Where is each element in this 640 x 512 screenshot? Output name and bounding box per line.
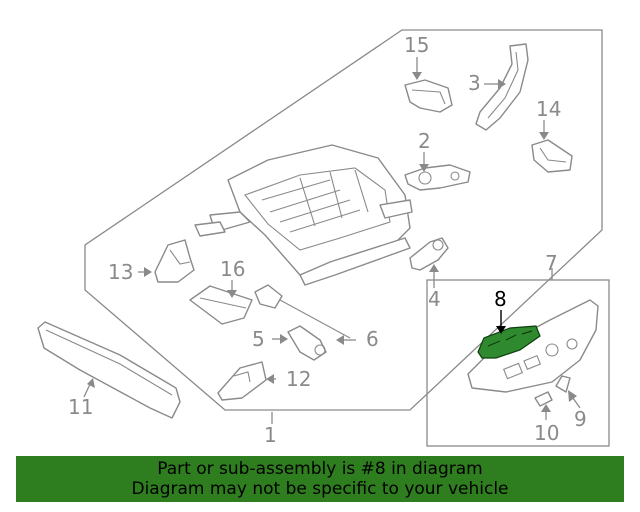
banner-line-2: Diagram may not be specific to your vehi… bbox=[131, 479, 509, 499]
callout-2: 2 bbox=[418, 129, 431, 153]
callout-3: 3 bbox=[468, 71, 481, 95]
callout-11: 11 bbox=[68, 395, 93, 419]
callout-12: 12 bbox=[286, 367, 311, 391]
part-11-trim bbox=[37, 321, 181, 419]
callout-4: 4 bbox=[428, 287, 441, 311]
banner-line-1: Part or sub-assembly is #8 in diagram bbox=[157, 459, 483, 479]
callout-9: 9 bbox=[574, 407, 587, 431]
callout-14: 14 bbox=[536, 97, 561, 121]
part-13-bracket bbox=[154, 239, 195, 283]
callout-6: 6 bbox=[366, 327, 379, 351]
part-12-cover bbox=[217, 361, 267, 401]
part-9-knob bbox=[555, 375, 571, 393]
callout-13: 13 bbox=[108, 260, 133, 284]
assembly-1-outline bbox=[84, 29, 603, 411]
part-4-motor bbox=[409, 237, 449, 271]
callout-5: 5 bbox=[252, 327, 265, 351]
callout-1: 1 bbox=[264, 423, 277, 447]
part-16-module bbox=[189, 285, 253, 325]
callout-15: 15 bbox=[404, 33, 429, 57]
part-5-cable-motor bbox=[254, 284, 351, 361]
callout-8: 8 bbox=[494, 287, 507, 311]
part-2-motor bbox=[404, 164, 471, 191]
parts-diagram: 1 2 3 4 5 6 7 8 9 10 11 12 13 14 15 16 bbox=[37, 29, 610, 447]
part-10-knob bbox=[534, 391, 553, 407]
part-15-bracket bbox=[404, 79, 453, 113]
part-8-switch-highlighted bbox=[477, 325, 541, 359]
part-14-bracket bbox=[531, 139, 573, 173]
seat-frame-part bbox=[194, 144, 413, 286]
callout-16: 16 bbox=[220, 257, 245, 281]
callout-7: 7 bbox=[545, 251, 558, 275]
callout-10: 10 bbox=[534, 421, 559, 445]
part-3-trim bbox=[475, 43, 529, 131]
info-banner: Part or sub-assembly is #8 in diagram Di… bbox=[16, 456, 624, 502]
assembly-7-box bbox=[426, 279, 610, 447]
